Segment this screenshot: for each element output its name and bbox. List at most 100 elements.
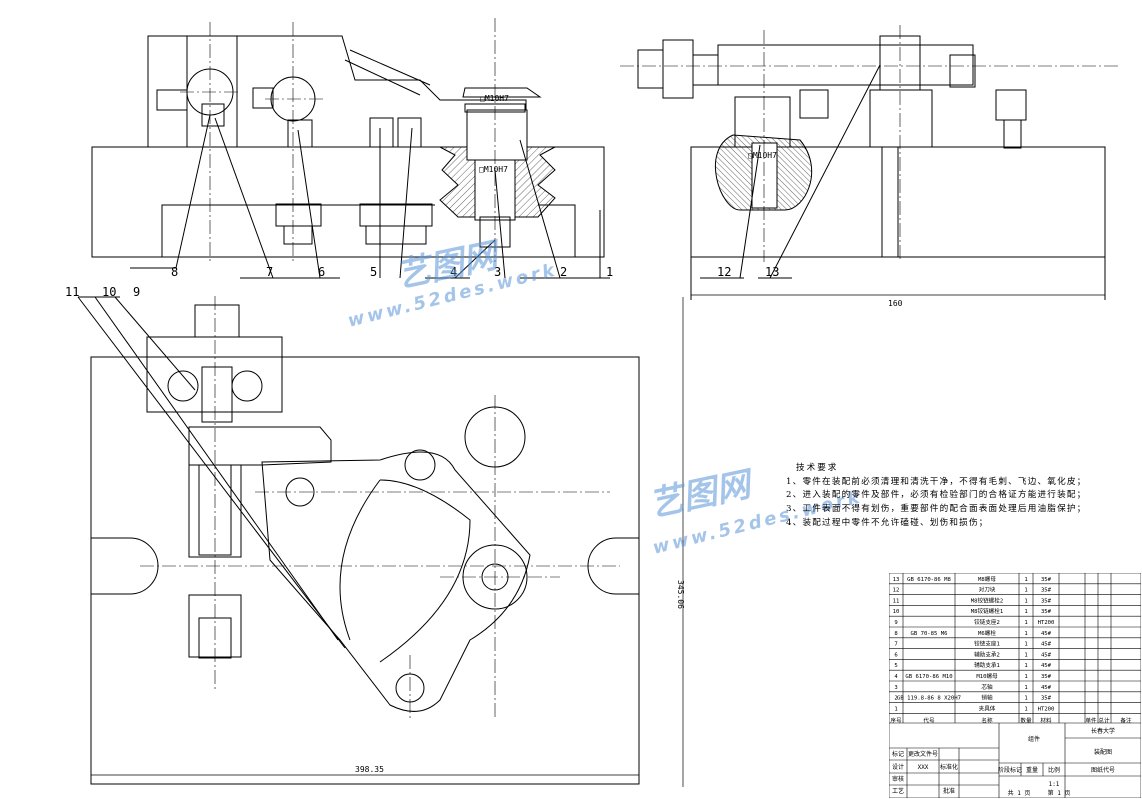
balloon-2: 2 xyxy=(560,265,567,279)
balloon-labels: 1 2 3 4 5 6 7 8 9 10 11 12 13 xyxy=(65,265,779,299)
bom-cell-qty: 1 xyxy=(1024,706,1027,712)
bom-cell-mat: 35# xyxy=(1041,577,1052,583)
bom-cell-no: 13 xyxy=(893,577,900,583)
bom-cell-mat: 45# xyxy=(1041,652,1052,658)
bom-cell-name: 铰链支座2 xyxy=(974,618,1000,626)
tb-design-name: XXX xyxy=(918,764,929,771)
tb-drawing-no: 图纸代号 xyxy=(1091,766,1115,774)
bom-cell-qty: 1 xyxy=(1024,588,1027,594)
bom-header-cell: 材料 xyxy=(1040,716,1052,724)
tb-scale-label: 比例 xyxy=(1048,766,1060,774)
dim-width-plan: 398.35 xyxy=(355,765,384,774)
bom-cell-name: 铰链支座1 xyxy=(974,640,1000,648)
balloon-5: 5 xyxy=(370,265,377,279)
bom-cell-qty: 1 xyxy=(1024,598,1027,604)
balloon-10: 10 xyxy=(102,285,116,299)
bom-cell-name: M6螺栓 xyxy=(978,629,996,637)
tb-drawing: 装配图 xyxy=(1094,748,1112,756)
bom-cell-qty: 1 xyxy=(1024,674,1027,680)
tb-review: 审核 xyxy=(892,775,904,783)
bom-header-cell: 数量 xyxy=(1020,716,1032,724)
bom-cell-qty: 1 xyxy=(1024,696,1027,702)
tb-change: 更改文件号 xyxy=(908,750,938,758)
technical-requirements: 技术要求 1、零件在装配前必须清理和清洗干净，不得有毛刺、飞边、氧化皮； 2、进… xyxy=(786,462,1086,531)
side-view xyxy=(620,25,1120,300)
dim-thread-top: □M10H7 xyxy=(480,94,509,103)
balloon-11: 11 xyxy=(65,285,79,299)
bom-header-cell: 单件 xyxy=(1085,716,1097,724)
bom-cell-no: 7 xyxy=(894,642,897,648)
bom-cell-qty: 1 xyxy=(1024,685,1027,691)
bom-cell-name: 芯轴 xyxy=(981,683,993,691)
bom-cell-name: 辅助支承2 xyxy=(974,650,1000,658)
balloon-8: 8 xyxy=(171,265,178,279)
bom-cell-name: M8螺母 xyxy=(978,575,996,583)
bom-cell-name: M8铰链螺栓2 xyxy=(971,596,1003,604)
bom-cell-name: 销轴 xyxy=(981,694,993,702)
bom-header-cell: 代号 xyxy=(923,716,935,724)
bom-cell-qty: 1 xyxy=(1024,642,1027,648)
bom-cell-mat: 45# xyxy=(1041,663,1052,669)
bom-cell-no: 3 xyxy=(894,685,897,691)
balloon-12: 12 xyxy=(717,265,731,279)
bom-cell-name: M10螺母 xyxy=(976,672,998,680)
plan-view xyxy=(77,296,684,787)
tb-stage: 阶段标记 xyxy=(998,766,1022,774)
bom-cell-mat: 45# xyxy=(1041,631,1052,637)
bom-cell-qty: 1 xyxy=(1024,577,1027,583)
front-view xyxy=(91,18,610,279)
bom-cell-qty: 1 xyxy=(1024,609,1027,615)
bom-cell-mat: 35# xyxy=(1041,598,1052,604)
bom-header-cell: 名称 xyxy=(981,716,993,724)
tb-process: 工艺 xyxy=(892,787,904,795)
bom-cell-mat: 35# xyxy=(1041,588,1052,594)
bom-cell-no: 12 xyxy=(893,588,900,594)
tech-title: 技术要求 xyxy=(796,463,839,473)
bom-cell-no: 11 xyxy=(893,598,900,604)
bom-cell-no: 1 xyxy=(894,706,897,712)
bom-cell-no: 6 xyxy=(894,652,897,658)
tech-item: 4、装配过程中零件不允许磕碰、划伤和损伤； xyxy=(786,517,989,528)
bom-cell-no: 2 xyxy=(894,696,897,702)
tech-item: 3、工件表面不得有划伤，重要部件的配合面表面处理后用油脂保护； xyxy=(786,504,1087,515)
balloon-3: 3 xyxy=(494,265,501,279)
tb-weight-label: 重量 xyxy=(1026,766,1038,774)
dim-height-plan: 345.06 xyxy=(676,580,685,609)
tb-design: 设计 xyxy=(892,763,904,771)
bom-cell-name: 辅助支承1 xyxy=(974,661,1000,669)
tb-scale: 1:1 xyxy=(1049,781,1060,788)
bom-cell-no: 9 xyxy=(894,620,897,626)
bom-cell-mat: 35# xyxy=(1041,609,1052,615)
dim-thread-side: □M10H7 xyxy=(748,151,777,160)
tb-sheet: 共 1 页 xyxy=(1008,789,1031,797)
tb-page: 第 1 页 xyxy=(1048,789,1071,797)
bom-cell-qty: 1 xyxy=(1024,652,1027,658)
bom-cell-std: GB 119.8-86 8 X20H7 xyxy=(897,696,961,702)
bom-cell-mat: 45# xyxy=(1041,685,1052,691)
balloon-6: 6 xyxy=(318,265,325,279)
bom-cell-mat: 35# xyxy=(1041,696,1052,702)
bom-cell-name: 夹具体 xyxy=(979,704,996,712)
tb-approve: 批准 xyxy=(943,787,955,795)
bom-header-cell: 总计 xyxy=(1098,716,1110,724)
bom-cell-std: GB 6170-86 M8 xyxy=(907,577,951,583)
bom-header-cell: 备注 xyxy=(1120,716,1132,724)
bom-cell-name: M8铰链螺栓1 xyxy=(971,607,1003,615)
dim-width-side: 160 xyxy=(888,299,903,308)
bom-header-cell: 序号 xyxy=(890,716,902,724)
tb-standardize: 标准化 xyxy=(940,763,958,771)
balloon-13: 13 xyxy=(765,265,779,279)
tech-item: 1、零件在装配前必须清理和清洗干净，不得有毛刺、飞边、氧化皮； xyxy=(786,476,1087,487)
bom-cell-mat: 45# xyxy=(1041,642,1052,648)
dimensions: □M10H7 □M10H7 □M10H7 160 398.35 345.06 xyxy=(355,94,903,774)
bom-cell-qty: 1 xyxy=(1024,631,1027,637)
tb-school: 长春大学 xyxy=(1091,727,1115,735)
bom-cell-no: 5 xyxy=(894,663,897,669)
tech-item: 2、进入装配的零件及部件，必须有检验部门的合格证方能进行装配； xyxy=(786,490,1087,501)
bom-cell-no: 4 xyxy=(894,674,898,680)
bom-cell-mat: 35# xyxy=(1041,674,1052,680)
bom-cell-qty: 1 xyxy=(1024,663,1027,669)
tb-group: 组件 xyxy=(1028,735,1040,743)
